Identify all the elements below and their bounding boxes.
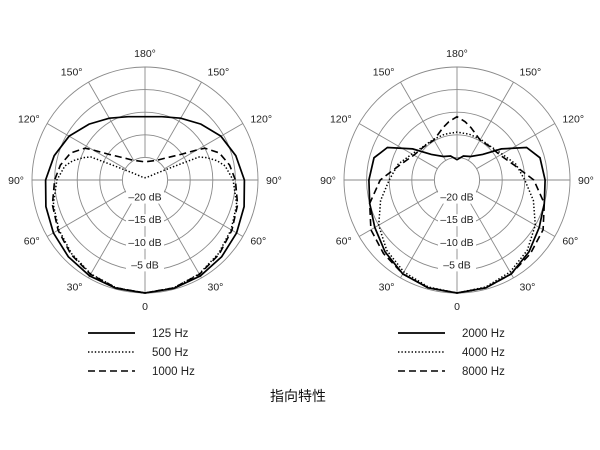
- legend-label: 500 Hz: [152, 347, 189, 359]
- legend-label: 4000 Hz: [462, 347, 505, 359]
- grid-spoke: [88, 199, 135, 279]
- ring-label-bg: [438, 259, 476, 272]
- grid-spoke: [46, 123, 126, 170]
- ring-label: –15 dB: [440, 214, 473, 226]
- angle-label: 120°: [562, 114, 584, 126]
- ring-label-bg: [438, 236, 476, 249]
- ring-label: –10 dB: [440, 237, 473, 249]
- angle-label: 120°: [250, 114, 272, 126]
- angle-label: 90°: [8, 175, 24, 187]
- ring-label: –15 dB: [128, 214, 161, 226]
- angle-label: 150°: [520, 67, 542, 79]
- grid-spoke: [358, 123, 438, 170]
- series-line-4000-hz: [377, 131, 537, 294]
- grid-spoke: [164, 123, 244, 170]
- legend-label: 1000 Hz: [152, 366, 195, 378]
- grid-spoke: [46, 190, 126, 237]
- grid-spoke: [155, 81, 202, 161]
- angle-label: 60°: [336, 236, 352, 248]
- figure-title: 指向特性: [270, 389, 326, 405]
- ring-label: –5 dB: [131, 259, 158, 271]
- polar-plot-2: 180° 150° 150° 120° 120° 90° 90° 60° 60° 30° 30° 0 –…: [320, 48, 594, 378]
- angle-label: 90°: [266, 175, 282, 187]
- ring-label-bg: [126, 236, 164, 249]
- series-line-8000-hz: [368, 115, 546, 294]
- grid-spoke: [400, 81, 447, 161]
- grid-spoke: [467, 199, 514, 279]
- grid-spoke: [88, 81, 135, 161]
- polar-plot-1: 180° 150° 150° 120° 120° 90° 90° 60° 60° 30° 30° 0 –…: [8, 48, 282, 378]
- grid-spoke: [358, 190, 438, 237]
- series-line-125-hz: [44, 115, 246, 294]
- legend-label: 8000 Hz: [462, 366, 505, 378]
- ring-label-bg: [438, 191, 476, 204]
- angle-label: 150°: [208, 67, 230, 79]
- legend-label: 2000 Hz: [462, 328, 505, 340]
- grid-spoke: [476, 190, 556, 237]
- ring-label: –20 dB: [128, 192, 161, 204]
- angle-label: 90°: [320, 175, 336, 187]
- angle-label: 30°: [379, 281, 395, 293]
- grid-spoke: [476, 123, 556, 170]
- ring-label: –10 dB: [128, 237, 161, 249]
- angle-label: 150°: [373, 67, 395, 79]
- angle-label: 30°: [208, 281, 224, 293]
- legend-label: 125 Hz: [152, 328, 189, 340]
- series-line-500-hz: [52, 156, 238, 294]
- angle-label: 30°: [67, 281, 83, 293]
- ring-label-bg: [438, 214, 476, 227]
- ring-label-bg: [126, 259, 164, 272]
- angle-label: 0: [142, 301, 148, 313]
- ring-label: –5 dB: [443, 259, 470, 271]
- angle-label: 60°: [250, 236, 266, 248]
- series-line-2000-hz: [368, 146, 546, 294]
- angle-label: 90°: [578, 175, 594, 187]
- ring-label-bg: [126, 191, 164, 204]
- angle-label: 120°: [18, 114, 40, 126]
- angle-label: 30°: [520, 281, 536, 293]
- angle-label: 0: [454, 301, 460, 313]
- angle-label: 120°: [330, 114, 352, 126]
- grid-spoke: [164, 190, 244, 237]
- angle-label: 180°: [446, 48, 468, 60]
- grid-spoke: [155, 199, 202, 279]
- ring-label-bg: [126, 214, 164, 227]
- angle-label: 150°: [61, 67, 83, 79]
- grid-spoke: [467, 81, 514, 161]
- angle-label: 60°: [562, 236, 578, 248]
- grid-spoke: [400, 199, 447, 279]
- angle-label: 180°: [134, 48, 156, 60]
- angle-label: 60°: [24, 236, 40, 248]
- ring-label: –20 dB: [440, 192, 473, 204]
